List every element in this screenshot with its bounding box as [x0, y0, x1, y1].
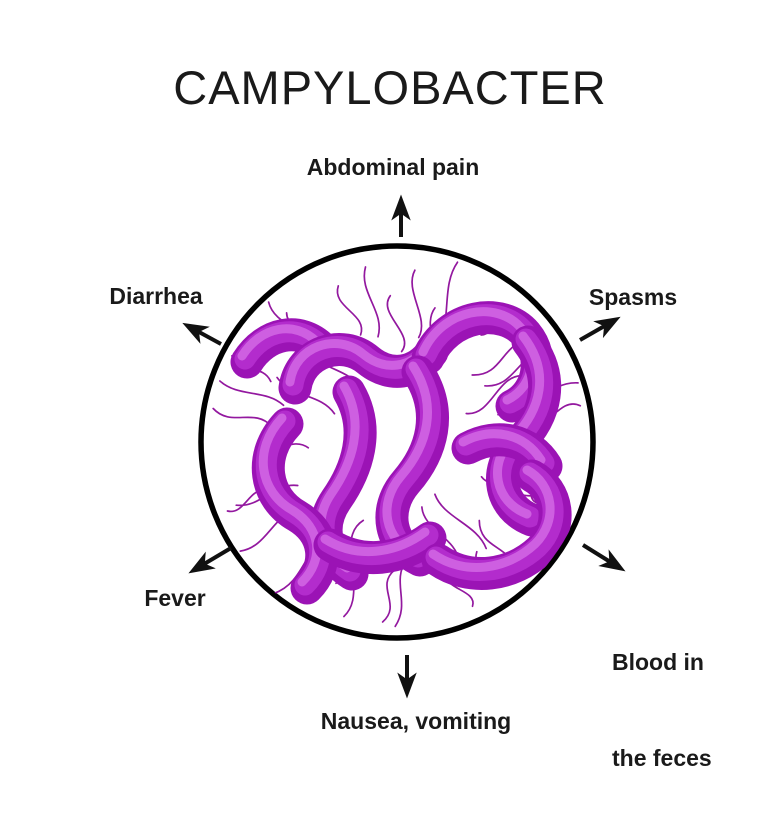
flagellum	[381, 569, 396, 623]
infographic-canvas: CAMPYLOBACTER Abdominal pain Spasms Bloo…	[109, 61, 711, 771]
arrow-spasms	[579, 316, 621, 342]
tube-light	[237, 324, 322, 361]
label-abdominal-pain: Abdominal pain	[306, 154, 480, 180]
tube-light	[320, 527, 430, 557]
flagellum	[411, 269, 423, 339]
label-blood-in-the-feces: Blood in the feces	[612, 582, 712, 838]
flagellum	[212, 407, 273, 428]
tube-light	[458, 429, 546, 465]
flagellum	[386, 294, 406, 353]
diagram-svg	[182, 194, 626, 699]
bacterium-rod	[313, 521, 447, 575]
arrow-fever	[188, 546, 233, 574]
bacterium-rod	[421, 459, 572, 590]
flagellum	[465, 374, 525, 415]
tube-light	[382, 361, 432, 559]
label-fever: Fever	[144, 585, 206, 611]
label-blood-line1: Blood in	[612, 649, 704, 675]
tube-light	[258, 413, 322, 587]
flagellum	[219, 380, 285, 407]
label-nausea-vomiting: Nausea, vomiting	[320, 708, 512, 734]
bacteria-group	[230, 301, 572, 605]
arrow-blood-in-the-feces	[581, 543, 626, 572]
arrow-diarrhea	[182, 322, 222, 346]
flagellum	[434, 493, 488, 550]
page-title: CAMPYLOBACTER	[173, 61, 607, 114]
bacterium-rod	[251, 407, 339, 605]
tube-light	[428, 465, 555, 572]
label-spasms: Spasms	[588, 284, 678, 310]
bacterium-rod	[451, 423, 563, 483]
flagellum	[336, 285, 363, 336]
label-blood-line2: the feces	[612, 745, 712, 771]
label-diarrhea: Diarrhea	[109, 283, 203, 309]
flagellum	[363, 266, 381, 338]
arrows-group	[182, 194, 626, 699]
